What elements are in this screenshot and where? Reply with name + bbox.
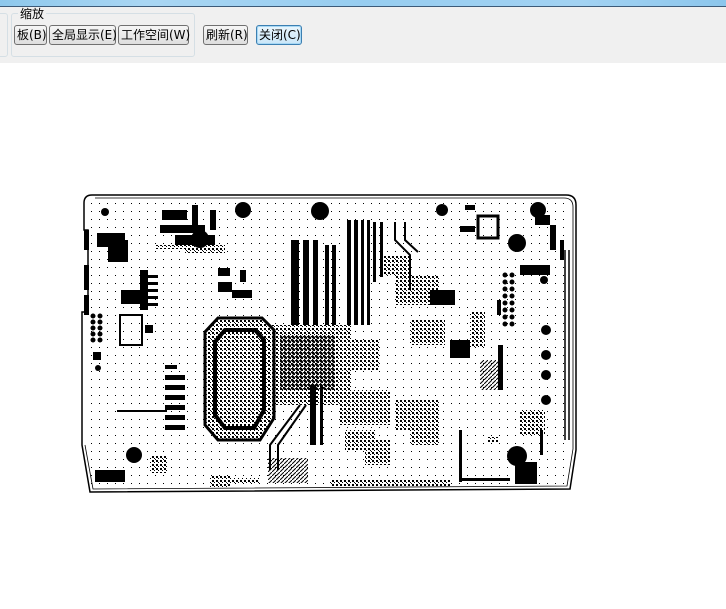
window-titlebar <box>0 0 726 7</box>
bga-region <box>203 316 380 442</box>
pcb-board-graphic <box>81 194 577 493</box>
fit-all-button[interactable]: 全局显示(E) <box>49 25 117 45</box>
close-button[interactable]: 关闭(C) <box>256 25 302 45</box>
zoom-group-label: 缩放 <box>18 7 47 21</box>
previous-group-box <box>0 13 8 57</box>
board-button[interactable]: 板(B) <box>14 25 47 45</box>
zoom-group-box: 缩放 <box>11 8 195 57</box>
toolbar: 缩放 板(B) 全局显示(E) 工作空间(W) 刷新(R) 关闭(C) <box>0 7 726 63</box>
workspace-button[interactable]: 工作空间(W) <box>118 25 190 45</box>
pcb-preview-canvas[interactable] <box>0 63 726 609</box>
refresh-button[interactable]: 刷新(R) <box>203 25 248 45</box>
mounting-holes <box>95 202 548 466</box>
